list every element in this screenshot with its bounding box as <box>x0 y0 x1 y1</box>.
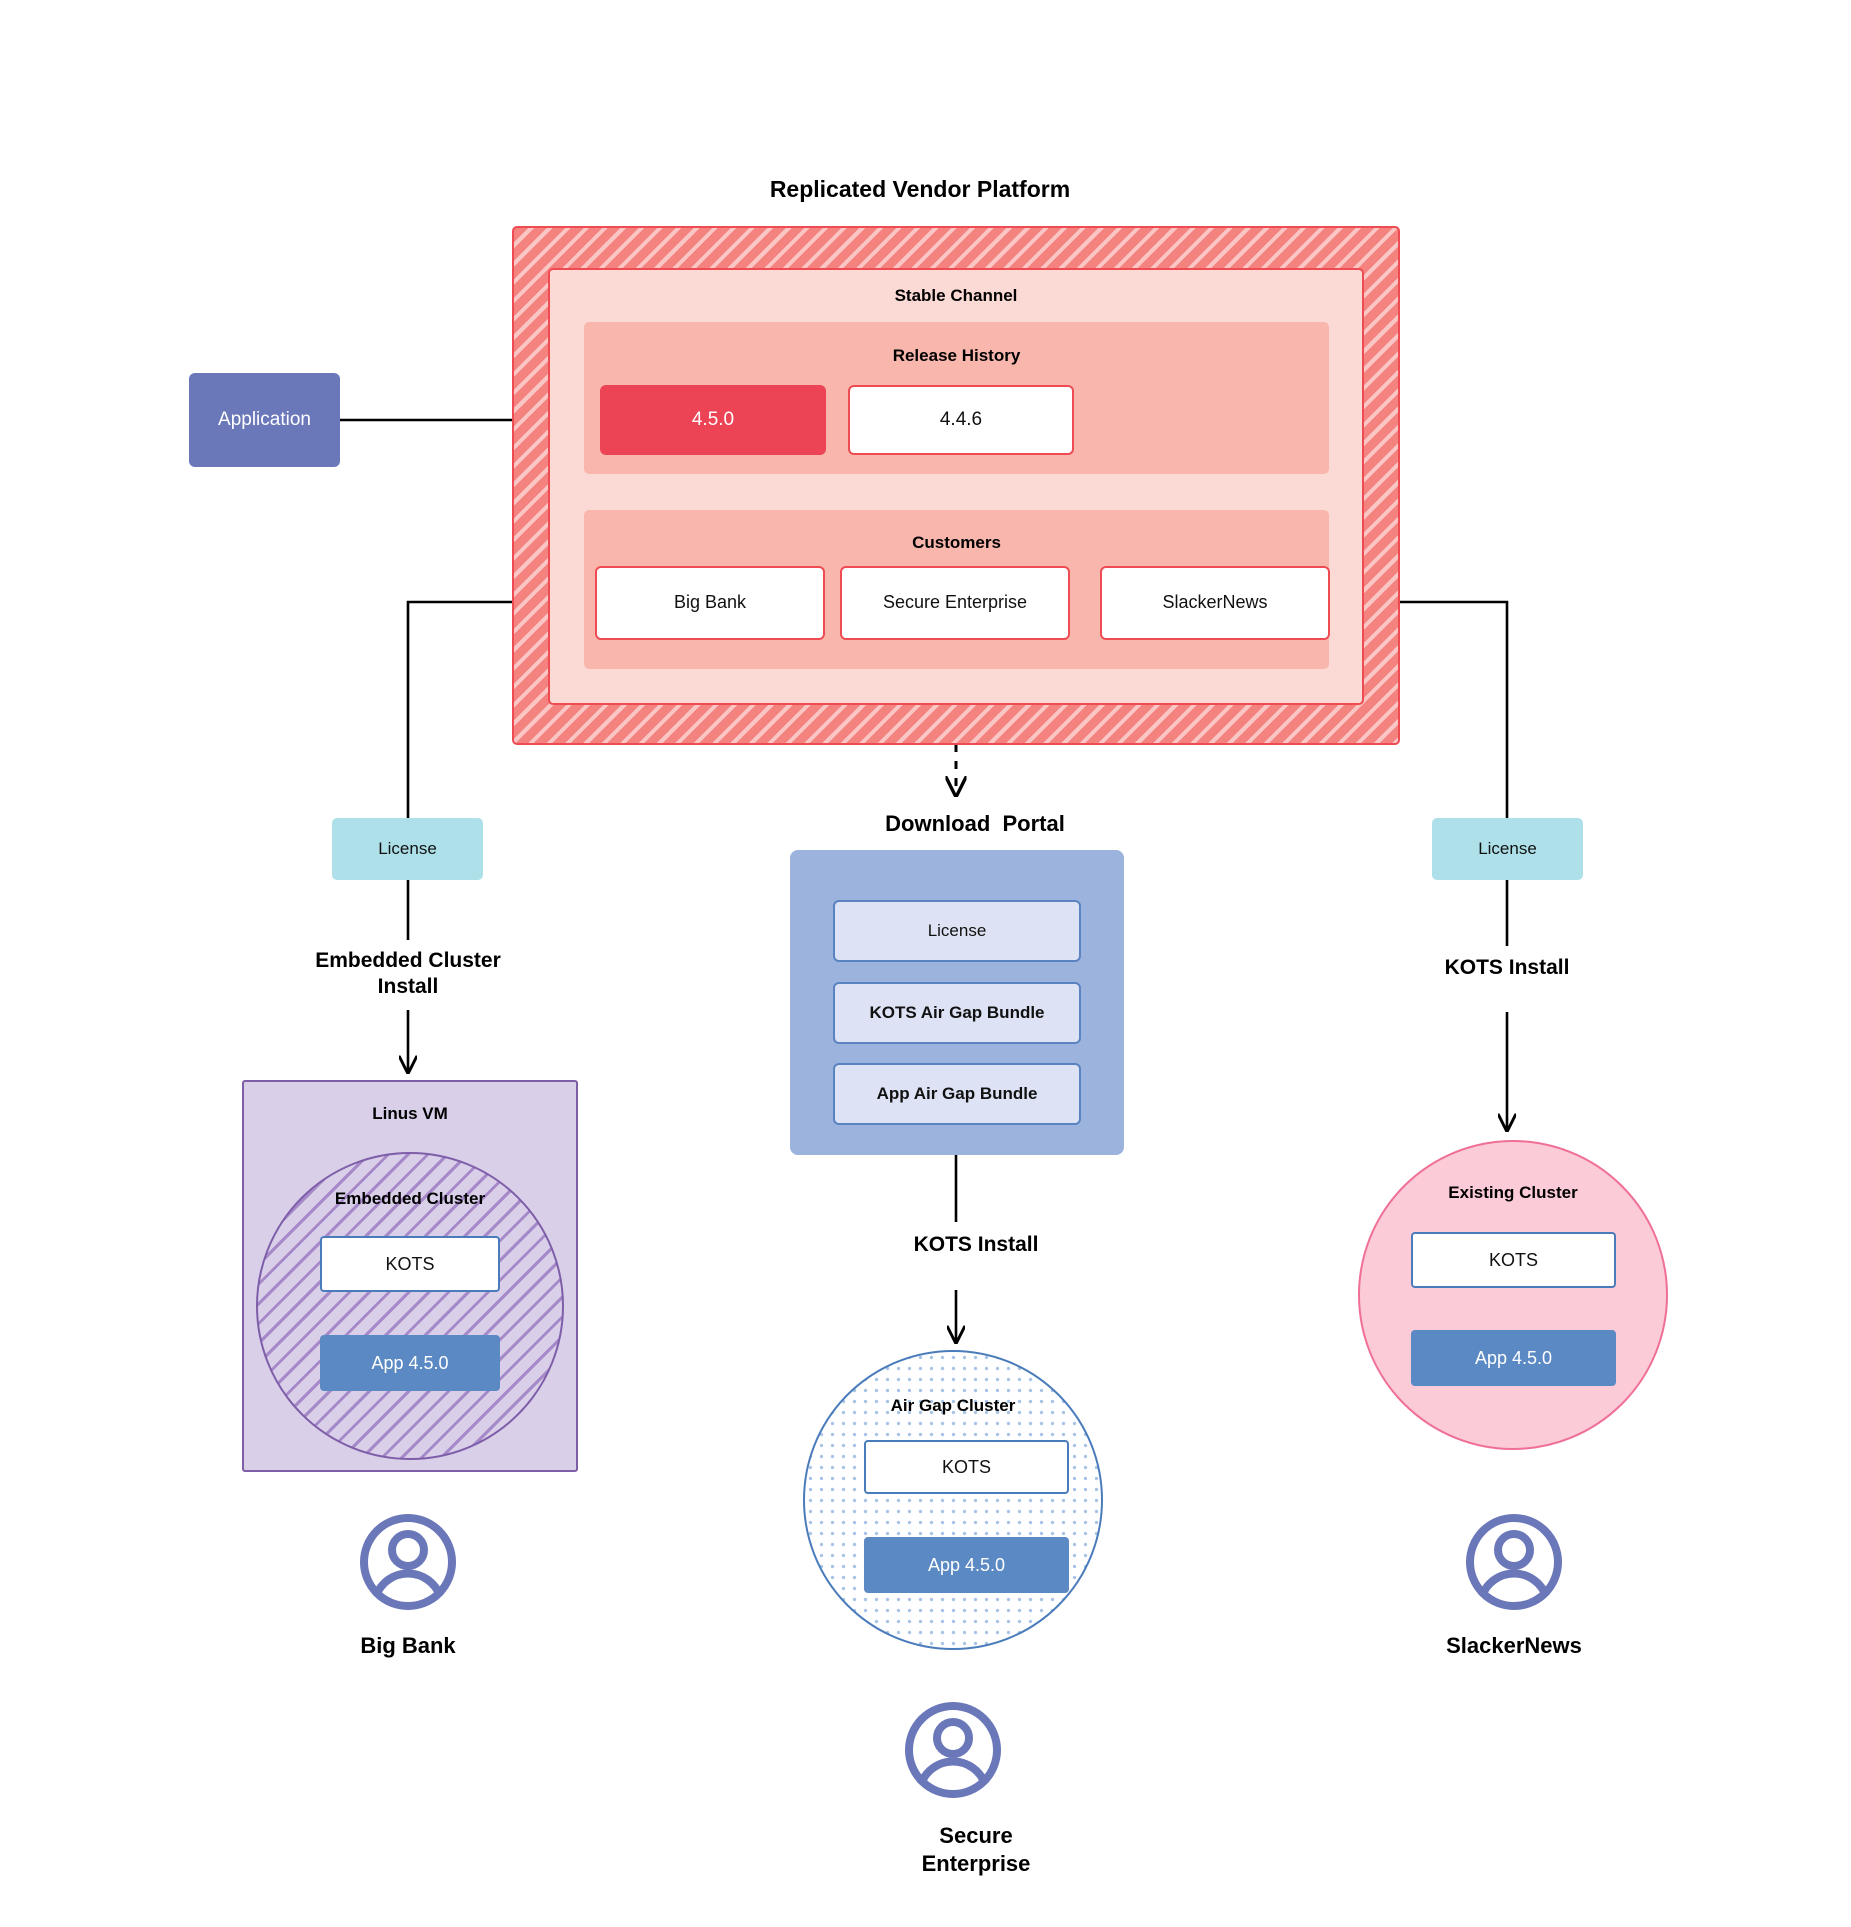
user-avatar-icon-big-bank <box>360 1514 456 1610</box>
customers-title: Customers <box>912 533 1001 552</box>
page-title: Replicated Vendor Platform <box>769 176 1071 202</box>
persona-label-big-bank: Big Bank <box>360 1633 456 1658</box>
download-portal-title: Download Portal <box>885 811 1065 836</box>
caption-embedded-cluster-install: Embedded Cluster Install <box>315 949 501 999</box>
stable-channel-title: Stable Channel <box>894 286 1018 305</box>
air-gap-cluster-container <box>803 1350 1103 1650</box>
kots-box-left[interactable]: KOTS <box>320 1236 500 1292</box>
persona-label-secure-enterprise: Secure Enterprise <box>921 1823 1031 1876</box>
user-avatar-icon-slackernews <box>1466 1514 1562 1610</box>
customer-card-slackernews[interactable]: SlackerNews <box>1100 566 1330 640</box>
air-gap-cluster-title: Air Gap Cluster <box>890 1396 1016 1415</box>
release-card-previous[interactable]: 4.4.6 <box>848 385 1074 455</box>
existing-cluster-container <box>1358 1140 1668 1450</box>
caption-kots-install-center: KOTS Install <box>913 1233 1039 1256</box>
persona-label-slackernews: SlackerNews <box>1446 1633 1582 1658</box>
license-chip-left[interactable]: License <box>332 818 483 880</box>
license-chip-right[interactable]: License <box>1432 818 1583 880</box>
existing-cluster-title: Existing Cluster <box>1448 1183 1578 1202</box>
portal-item-app-air-gap-bundle[interactable]: App Air Gap Bundle <box>833 1063 1081 1125</box>
app-box-left[interactable]: App 4.5.0 <box>320 1335 500 1391</box>
release-history-title: Release History <box>892 346 1021 365</box>
linus-vm-title: Linus VM <box>372 1104 448 1123</box>
app-box-center[interactable]: App 4.5.0 <box>864 1537 1069 1593</box>
app-box-right[interactable]: App 4.5.0 <box>1411 1330 1616 1386</box>
release-card-current[interactable]: 4.5.0 <box>600 385 826 455</box>
kots-box-right[interactable]: KOTS <box>1411 1232 1616 1288</box>
application-node[interactable]: Application <box>189 373 340 467</box>
customer-card-secure-enterprise[interactable]: Secure Enterprise <box>840 566 1070 640</box>
portal-item-kots-air-gap-bundle[interactable]: KOTS Air Gap Bundle <box>833 982 1081 1044</box>
customer-card-big-bank[interactable]: Big Bank <box>595 566 825 640</box>
embedded-cluster-container <box>256 1152 564 1460</box>
kots-box-center[interactable]: KOTS <box>864 1440 1069 1494</box>
user-avatar-icon-secure-enterprise <box>905 1702 1001 1798</box>
caption-kots-install-right: KOTS Install <box>1444 956 1570 979</box>
embedded-cluster-title: Embedded Cluster <box>334 1189 486 1208</box>
portal-item-license[interactable]: License <box>833 900 1081 962</box>
